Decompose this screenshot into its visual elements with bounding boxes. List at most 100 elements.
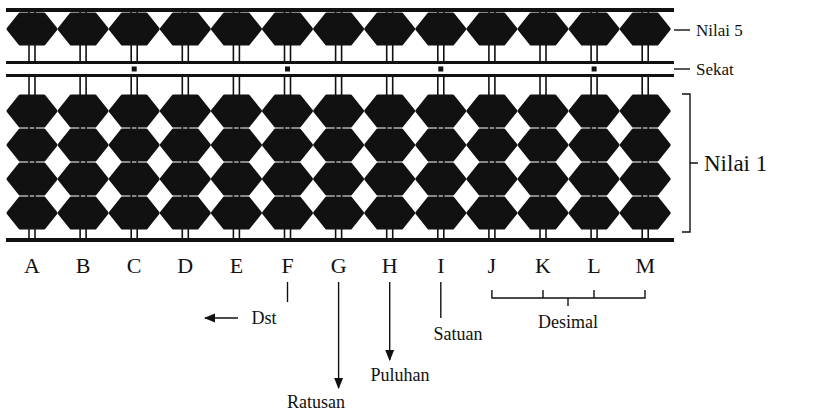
earth-bead <box>110 130 158 160</box>
place-value-label: Desimal <box>538 313 598 331</box>
earth-bead <box>8 96 56 126</box>
heaven-bead <box>110 14 158 44</box>
heaven-bead <box>212 14 260 44</box>
earth-bead <box>212 198 260 228</box>
earth-bead <box>468 96 516 126</box>
earth-bead <box>264 130 312 160</box>
place-value-label: Ratusan <box>287 393 345 411</box>
earth-bead <box>366 164 414 194</box>
earth-bead <box>315 198 363 228</box>
earth-bead <box>621 130 669 160</box>
earth-bead <box>161 130 209 160</box>
rod-letter: C <box>127 255 142 277</box>
earth-bead <box>212 96 260 126</box>
heaven-bead <box>519 14 567 44</box>
unit-dot <box>438 67 443 72</box>
earth-bead <box>59 130 107 160</box>
rod-letter: K <box>535 255 551 277</box>
earth-bead <box>519 164 567 194</box>
unit-dot <box>592 67 597 72</box>
earth-bead <box>621 198 669 228</box>
heaven-bead <box>366 14 414 44</box>
earth-bead <box>366 130 414 160</box>
earth-bead <box>468 164 516 194</box>
earth-bead <box>8 198 56 228</box>
frame-bar <box>6 238 674 242</box>
earth-bead <box>264 164 312 194</box>
rod-letter: D <box>177 255 193 277</box>
rod-letter: G <box>331 255 347 277</box>
earth-bead <box>110 96 158 126</box>
rod-letter: E <box>230 255 243 277</box>
earth-bead <box>161 164 209 194</box>
divider-bar <box>6 74 674 77</box>
earth-bead <box>417 96 465 126</box>
earth-bead <box>570 164 618 194</box>
leader-line <box>674 68 690 69</box>
divider-bar <box>6 61 674 64</box>
earth-bead <box>8 130 56 160</box>
earth-bead <box>468 198 516 228</box>
arrow <box>389 282 390 360</box>
earth-bead <box>59 198 107 228</box>
earth-bead <box>519 130 567 160</box>
earth-bead <box>417 164 465 194</box>
earth-bead <box>417 130 465 160</box>
earth-bead <box>621 164 669 194</box>
rod-letter: A <box>24 255 40 277</box>
heaven-bead <box>468 14 516 44</box>
earth-bead <box>212 130 260 160</box>
unit-dot <box>132 67 137 72</box>
rod-letter: I <box>437 255 444 277</box>
rod-letter: H <box>382 255 398 277</box>
earth-bead <box>315 96 363 126</box>
heaven-bead <box>621 14 669 44</box>
earth-bead <box>417 198 465 228</box>
scale-label: Nilai 5 <box>696 22 743 39</box>
heaven-bead <box>59 14 107 44</box>
scale-label: Nilai 1 <box>704 152 767 175</box>
rod-letter: M <box>635 255 655 277</box>
heaven-bead <box>570 14 618 44</box>
tick-line <box>287 282 288 302</box>
heaven-bead <box>264 14 312 44</box>
earth-bead <box>59 164 107 194</box>
earth-bead <box>570 130 618 160</box>
place-value-label: Puluhan <box>370 366 429 384</box>
arrow <box>205 317 238 318</box>
earth-bead <box>570 198 618 228</box>
heaven-bead <box>315 14 363 44</box>
rod-letter: F <box>281 255 293 277</box>
earth-bead <box>264 96 312 126</box>
unit-dot <box>285 67 290 72</box>
earth-bead <box>519 96 567 126</box>
earth-bead <box>570 96 618 126</box>
heaven-bead <box>8 14 56 44</box>
rod-letter: J <box>488 255 497 277</box>
earth-bead <box>519 198 567 228</box>
earth-bead <box>366 198 414 228</box>
earth-bead <box>315 130 363 160</box>
earth-bead <box>161 198 209 228</box>
rod-letter: B <box>76 255 91 277</box>
earth-bead <box>8 164 56 194</box>
bracket <box>492 290 645 306</box>
arrow <box>338 282 339 388</box>
earth-bead <box>366 96 414 126</box>
earth-bead <box>110 164 158 194</box>
place-value-label: Dst <box>251 309 276 327</box>
earth-bead <box>161 96 209 126</box>
heaven-bead <box>161 14 209 44</box>
leader-line <box>674 29 690 30</box>
rod-letter: L <box>587 255 600 277</box>
earth-bead <box>621 96 669 126</box>
place-value-label: Satuan <box>434 325 483 343</box>
bracket <box>682 94 698 232</box>
earth-bead <box>59 96 107 126</box>
heaven-bead <box>417 14 465 44</box>
tick-line <box>440 282 441 318</box>
earth-bead <box>315 164 363 194</box>
earth-bead <box>264 198 312 228</box>
frame-bar <box>6 8 674 12</box>
earth-bead <box>110 198 158 228</box>
